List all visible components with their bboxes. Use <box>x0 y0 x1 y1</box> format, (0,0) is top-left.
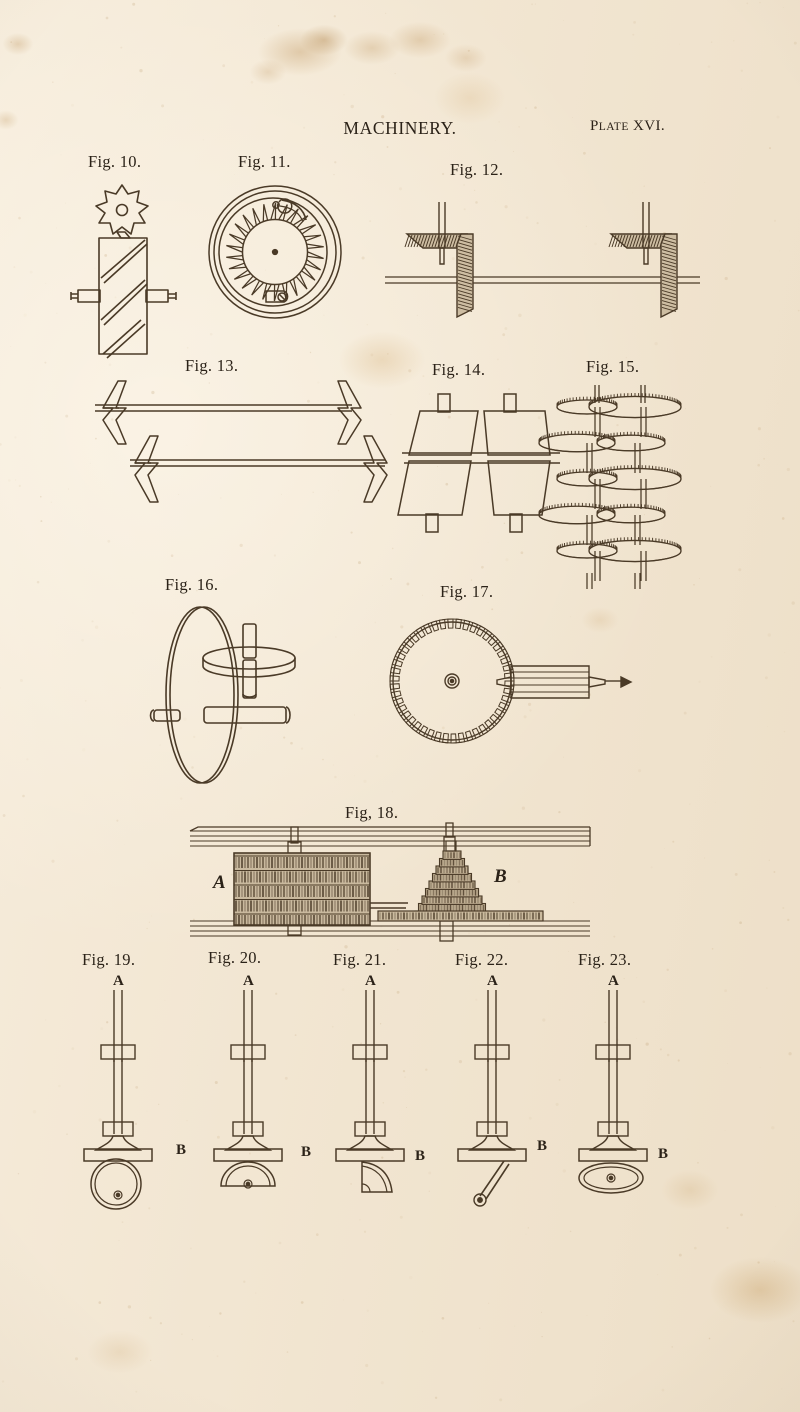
figure-12-drawing <box>385 202 700 319</box>
label-fig19-B: B <box>176 1142 187 1158</box>
label-fig22-B: B <box>537 1138 548 1154</box>
label-fig21-B: B <box>415 1148 426 1164</box>
label-fig18-B: B <box>494 866 507 887</box>
caption-fig-14: Fig. 14. <box>432 360 486 379</box>
plate-label-rest: LATE <box>598 121 629 133</box>
plate-label: PLATE XVI. <box>590 118 665 135</box>
caption-fig-19: Fig. 19. <box>82 950 136 969</box>
caption-fig-20: Fig. 20. <box>208 948 262 967</box>
caption-fig-17: Fig. 17. <box>440 582 494 601</box>
figure-10-drawing <box>70 184 177 359</box>
label-fig19-A: A <box>113 973 124 989</box>
label-fig22-A: A <box>487 973 498 989</box>
label-fig23-A: A <box>608 973 619 989</box>
figure-11-drawing <box>208 185 342 319</box>
figure-16-drawing <box>149 606 296 784</box>
caption-fig-12: Fig. 12. <box>450 160 504 179</box>
figure-15-drawing <box>538 385 682 589</box>
label-fig20-B: B <box>301 1144 312 1160</box>
page-title: MACHINERY. <box>343 118 457 138</box>
figure-17-drawing <box>389 618 633 744</box>
label-fig21-A: A <box>365 973 376 989</box>
spindles-row-drawing <box>83 990 648 1210</box>
caption-fig-22: Fig. 22. <box>455 950 509 969</box>
caption-fig-10: Fig. 10. <box>88 152 142 171</box>
plate-number: XVI. <box>633 118 666 134</box>
caption-fig-15: Fig. 15. <box>586 357 640 376</box>
caption-fig-13: Fig. 13. <box>185 356 239 375</box>
plate-label-first: P <box>590 118 599 134</box>
caption-fig-11: Fig. 11. <box>238 152 291 171</box>
figure-18-drawing <box>189 822 591 942</box>
caption-fig-18: Fig, 18. <box>345 803 399 822</box>
label-fig18-A: A <box>213 872 226 893</box>
caption-fig-23: Fig. 23. <box>578 950 632 969</box>
caption-fig-16: Fig. 16. <box>165 575 219 594</box>
figure-13-drawing <box>95 380 388 503</box>
figure-14-drawing <box>397 393 560 533</box>
label-fig23-B: B <box>658 1146 669 1162</box>
label-fig20-A: A <box>243 973 254 989</box>
caption-fig-21: Fig. 21. <box>333 950 387 969</box>
